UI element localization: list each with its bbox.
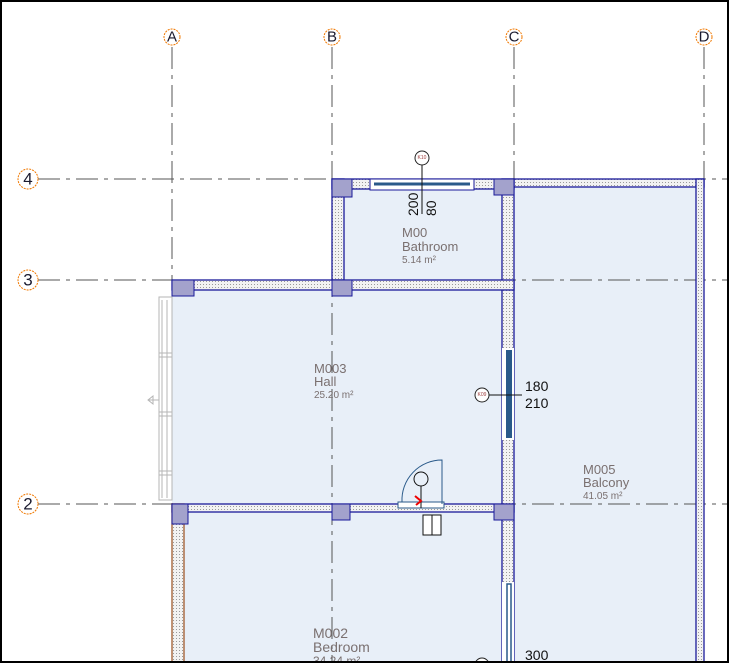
room-label-hall[interactable]: M003 Hall 25.20 m²: [314, 361, 354, 401]
window-hall-balcony[interactable]: K09 180 210: [474, 348, 549, 440]
room-balcony-area[interactable]: [514, 187, 696, 663]
room-bedroom-area[interactable]: [184, 512, 502, 663]
room-label-bedroom[interactable]: M002 Bedroom 34.24 m²: [313, 625, 370, 663]
room-number: M00: [402, 225, 427, 240]
room-bathroom-area[interactable]: [344, 189, 502, 280]
window-tag-k09: [474, 387, 490, 403]
svg-text:K09: K09: [478, 392, 487, 398]
window-width-label: 200: [405, 192, 421, 216]
room-area: 5.14 m²: [402, 255, 437, 266]
grid-label-3: 3: [23, 271, 32, 290]
grid-label-4: 4: [23, 170, 32, 189]
room-hall-area[interactable]: [172, 290, 502, 504]
grid-label-2: 2: [23, 495, 32, 514]
grid-label-b: B: [327, 29, 337, 46]
window-height-label: 210: [525, 395, 549, 411]
room-name: Balcony: [583, 475, 630, 490]
room-name: Hall: [314, 374, 337, 389]
door-hall-bedroom[interactable]: [397, 459, 445, 536]
room-area: 41.05 m²: [583, 491, 623, 502]
room-name: Bedroom: [313, 639, 370, 655]
grid-bubbles: A B C D 4 3 2: [17, 28, 713, 515]
room-label-bathroom[interactable]: M00 Bathroom 5.14 m²: [402, 225, 458, 266]
window-tag-k10: [414, 150, 430, 166]
room-name: Bathroom: [402, 239, 458, 254]
room-area: 25.20 m²: [314, 390, 354, 401]
grid-label-c: C: [509, 29, 520, 46]
room-number: M002: [313, 625, 348, 641]
room-number: M005: [583, 462, 616, 477]
structural-columns: [171, 178, 515, 525]
window-width-label: 180: [525, 378, 549, 394]
window-bathroom[interactable]: K10 200 80: [369, 150, 475, 216]
window-tag: [475, 657, 489, 661]
grid-label-d: D: [699, 29, 710, 46]
window-height-label: 80: [423, 200, 439, 216]
svg-text:K10: K10: [418, 155, 427, 161]
window-width-label: 300: [525, 647, 549, 663]
room-label-balcony[interactable]: M005 Balcony 41.05 m²: [583, 462, 630, 502]
room-area: 34.24 m²: [313, 654, 360, 663]
window-hall-left[interactable]: [147, 296, 173, 501]
room-number: M003: [314, 361, 347, 376]
grid-label-a: A: [167, 29, 177, 46]
window-bedroom-balcony[interactable]: 300: [475, 582, 562, 663]
